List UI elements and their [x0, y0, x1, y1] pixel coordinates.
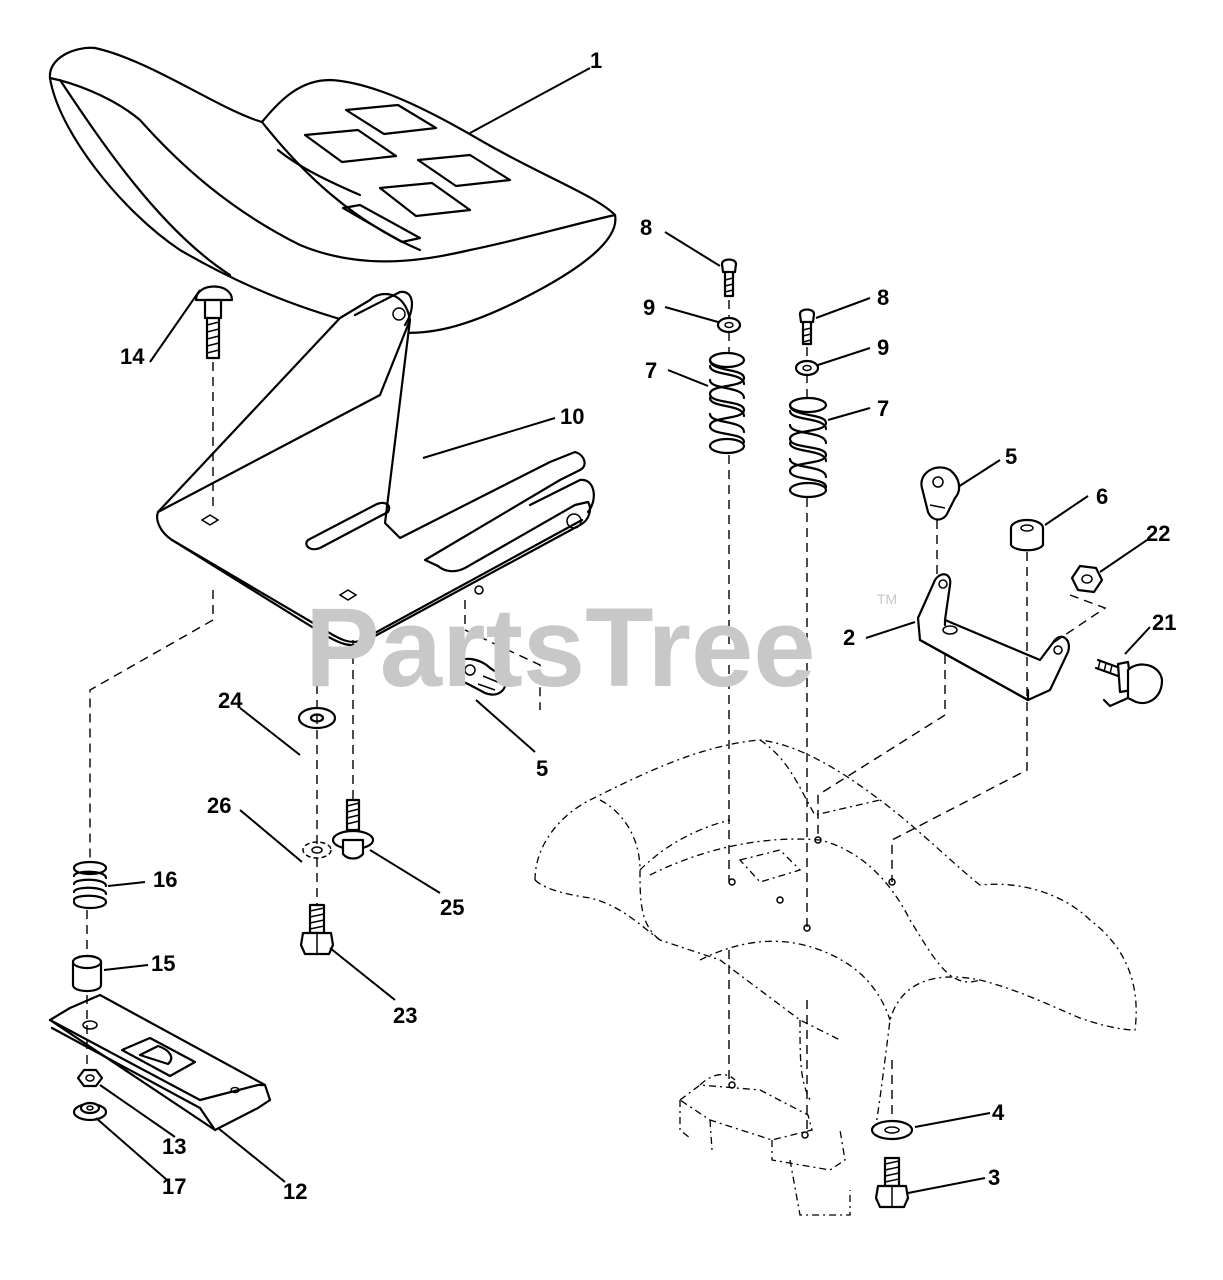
callout-7b: 7 — [877, 396, 889, 421]
callout-15: 15 — [151, 951, 175, 976]
bolt-8a-part[interactable] — [720, 258, 738, 298]
callout-leaders — [95, 67, 1151, 1194]
callout-21: 21 — [1152, 610, 1176, 635]
callout-22: 22 — [1146, 521, 1170, 546]
nut-13-part[interactable] — [76, 1068, 104, 1088]
callout-26: 26 — [207, 793, 231, 818]
callout-14: 14 — [120, 344, 145, 369]
tractor-frame-phantom — [534, 739, 1137, 1216]
flange-nut-part[interactable] — [72, 1101, 108, 1122]
callout-9a: 9 — [643, 295, 655, 320]
callout-3: 3 — [988, 1165, 1000, 1190]
callout-4: 4 — [992, 1100, 1005, 1125]
washer-9b-part[interactable] — [794, 359, 820, 377]
callout-1: 1 — [590, 48, 602, 73]
hex-bolt-3-part[interactable] — [874, 1156, 910, 1209]
callout-9b: 9 — [877, 335, 889, 360]
callout-10: 10 — [560, 404, 584, 429]
spring-7a-part[interactable] — [708, 351, 746, 455]
washer-4-part[interactable] — [870, 1119, 914, 1141]
watermark: PartsTree TM — [305, 585, 897, 710]
callout-8a: 8 — [640, 215, 652, 240]
nut-clip-left-part[interactable] — [453, 657, 507, 696]
bolt-8b-part[interactable] — [798, 308, 816, 346]
hex-nut-22-part[interactable] — [1070, 564, 1104, 594]
callout-25: 25 — [440, 895, 464, 920]
callout-5a: 5 — [1005, 444, 1017, 469]
callout-numbers: 1 14 10 8 9 7 8 9 7 5 6 22 21 2 5 24 26 … — [120, 48, 1176, 1204]
watermark-trademark: TM — [877, 591, 897, 607]
assembly-lines — [86, 300, 1107, 1130]
mount-bracket-part[interactable] — [916, 573, 1070, 702]
carriage-bolt-part[interactable] — [194, 285, 234, 360]
hex-bolt-23-part[interactable] — [299, 903, 335, 956]
spacer-part[interactable] — [71, 954, 103, 993]
clip-right-part[interactable] — [920, 466, 961, 521]
lock-nut-part[interactable] — [1009, 518, 1045, 552]
shoulder-bolt-part[interactable] — [331, 798, 375, 860]
lock-washer-part[interactable] — [302, 841, 332, 859]
watermark-text: PartsTree — [305, 585, 816, 710]
callout-13: 13 — [162, 1134, 186, 1159]
seat-part[interactable] — [48, 46, 617, 335]
callout-8b: 8 — [877, 285, 889, 310]
spring-7b-part[interactable] — [788, 396, 828, 499]
knob-bolt-part[interactable] — [1094, 658, 1164, 708]
callout-12: 12 — [283, 1179, 307, 1204]
seat-pan-part[interactable] — [156, 290, 595, 647]
callout-6: 6 — [1096, 484, 1108, 509]
spring-bracket-part[interactable] — [48, 993, 272, 1132]
callout-5b: 5 — [536, 756, 548, 781]
callout-7a: 7 — [645, 358, 657, 383]
callout-24: 24 — [218, 688, 243, 713]
spring-16-part[interactable] — [72, 860, 108, 910]
washer-9a-part[interactable] — [716, 316, 742, 334]
callout-23: 23 — [393, 1003, 417, 1028]
callout-2: 2 — [843, 625, 855, 650]
callout-16: 16 — [153, 867, 177, 892]
callout-17: 17 — [162, 1174, 186, 1199]
